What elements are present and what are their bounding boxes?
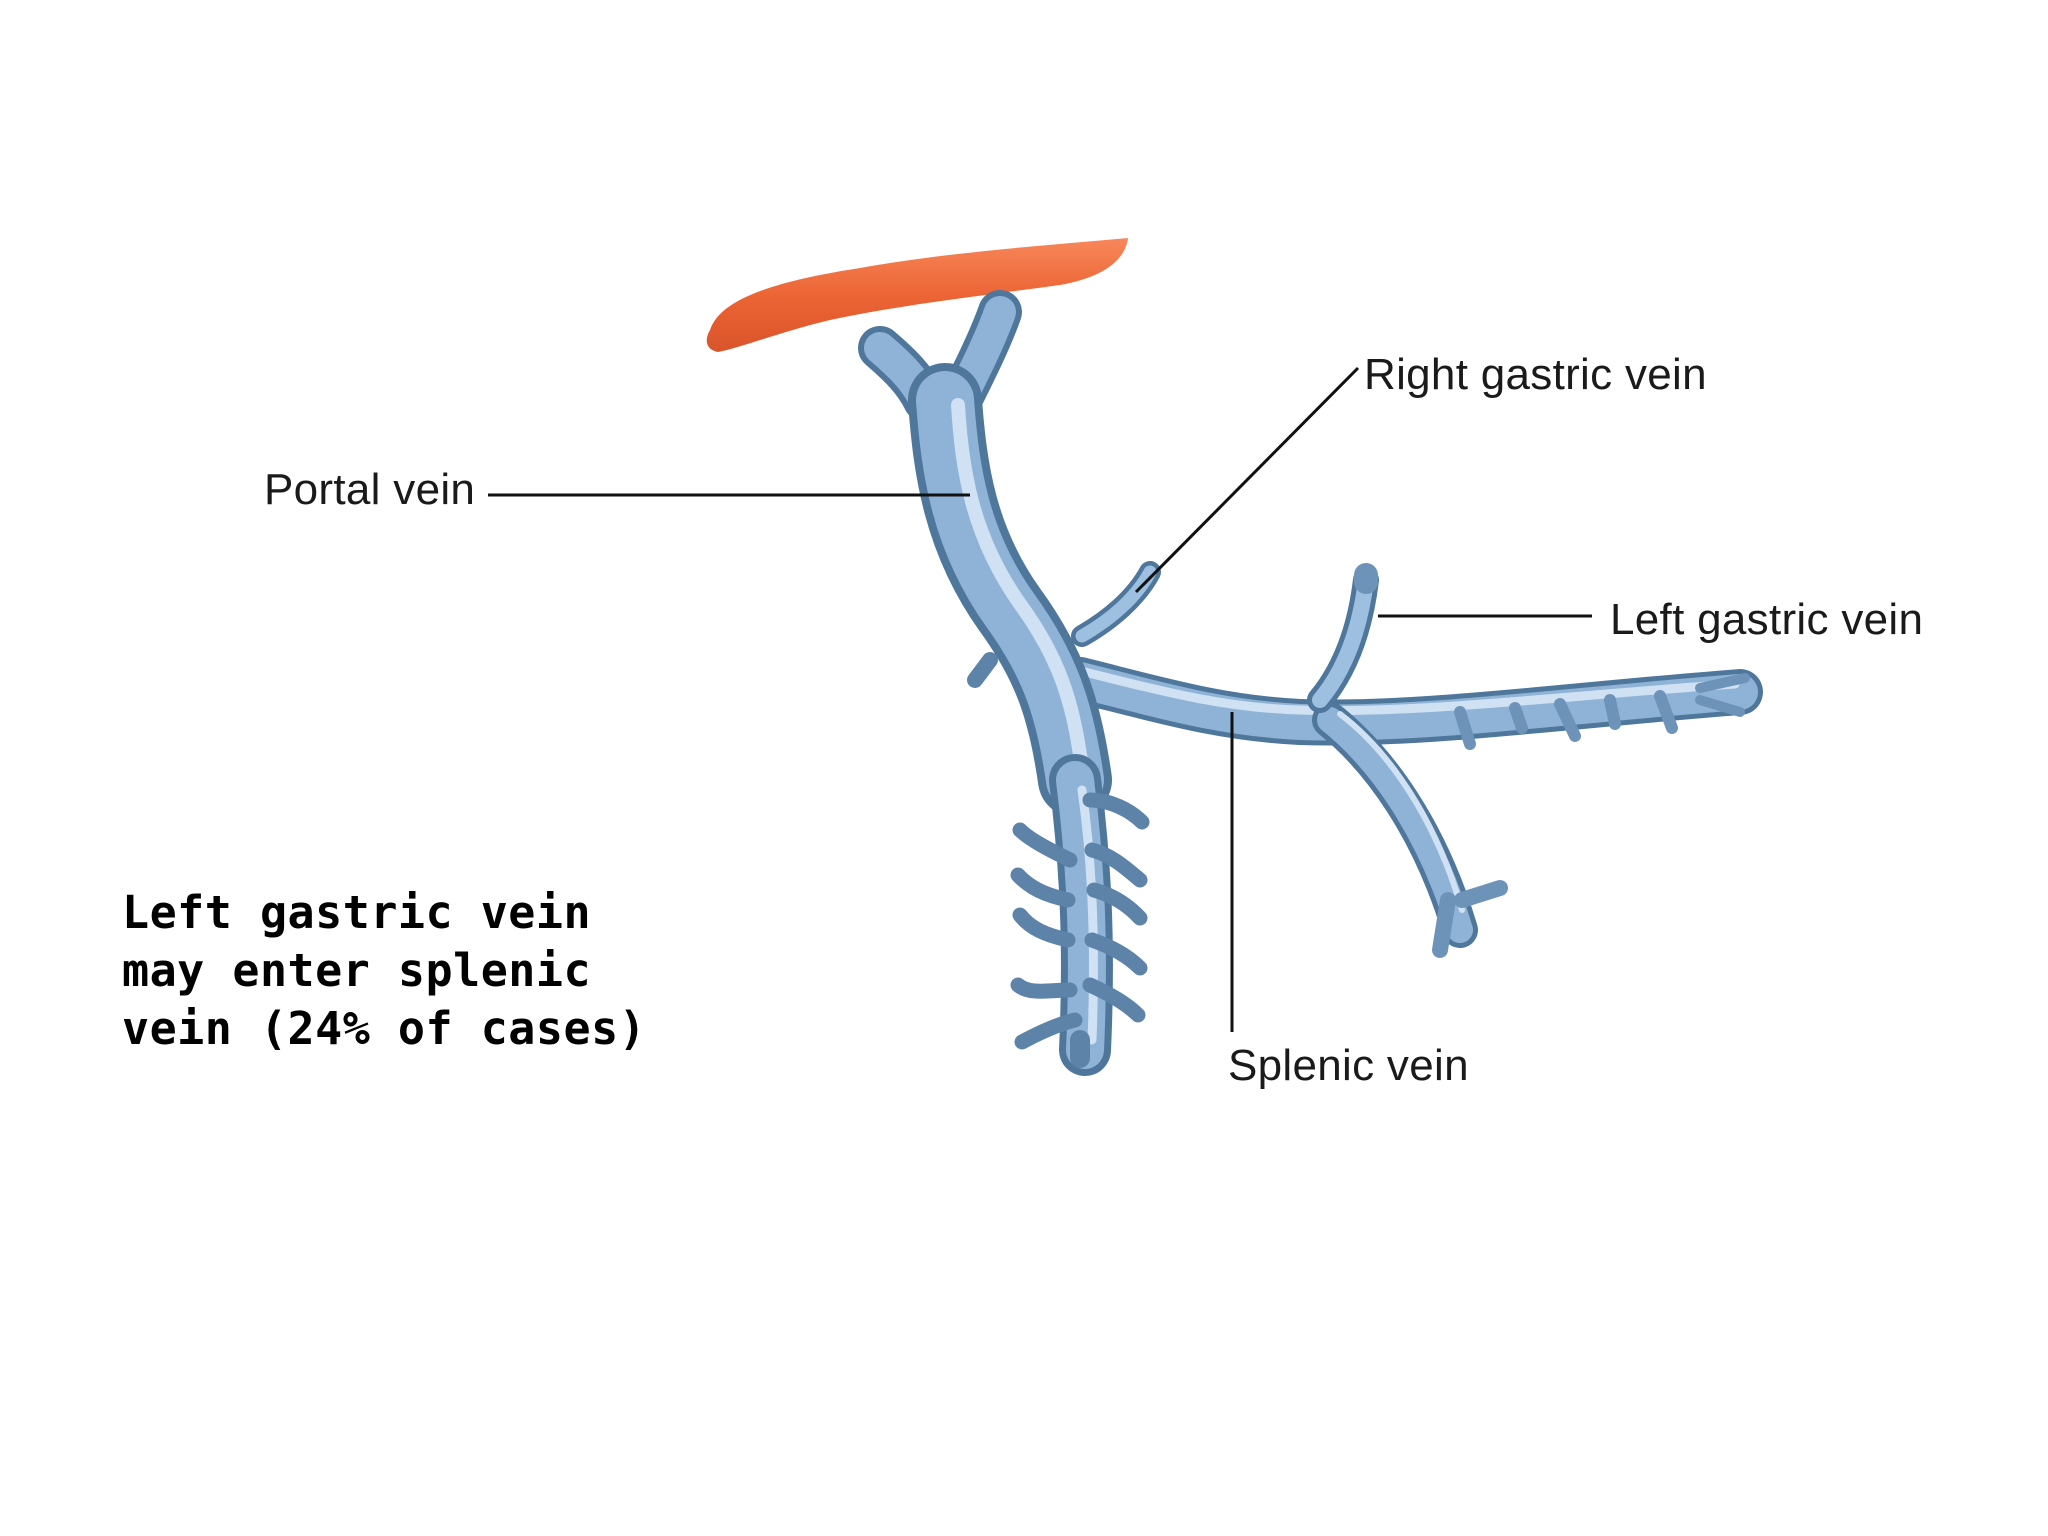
right-gastric-vein-shape (1071, 561, 1161, 647)
note-line-1: Left gastric vein (122, 886, 592, 939)
leader-line-right-gastric (1134, 366, 1360, 594)
leader-lines (488, 366, 1592, 1032)
left-gastric-vein-label: Left gastric vein (1610, 595, 1924, 644)
portal-vein-label: Portal vein (264, 465, 476, 514)
right-gastric-vein-label: Right gastric vein (1364, 350, 1707, 399)
left-gastric-vein-shape (1307, 563, 1379, 713)
note-line-3: vein (24% of cases) (122, 1002, 647, 1055)
liver-shape (706, 238, 1128, 352)
splenic-vein-shape (1057, 657, 1763, 958)
anatomy-note: Left gastric vein may enter splenic vein… (122, 884, 646, 1058)
splenic-vein-label: Splenic vein (1228, 1041, 1469, 1090)
note-line-2: may enter splenic (122, 944, 592, 997)
portal-vein-shape (858, 290, 1150, 1076)
